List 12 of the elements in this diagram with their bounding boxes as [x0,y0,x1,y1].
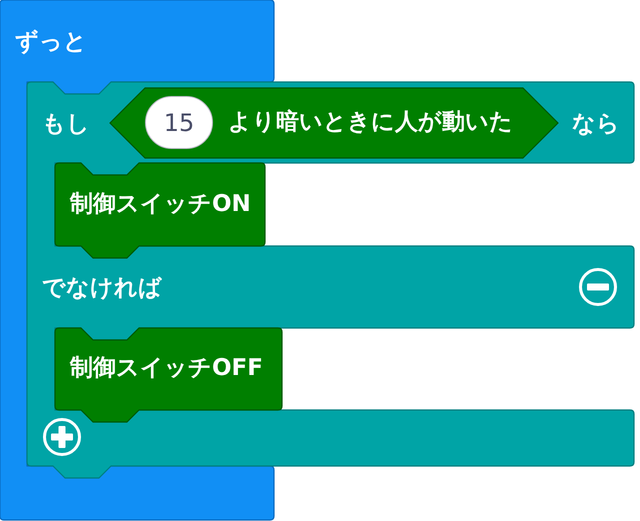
block-label: 制御スイッチON [70,191,251,219]
block-label: もし [42,111,90,139]
condition-label: より暗いときに人が動いた [228,109,513,137]
statement-block [55,163,265,258]
statement-block [55,328,282,422]
block-label: ずっと [15,29,87,57]
forever-loop-block [0,0,274,520]
block-label: 制御スイッチOFF [70,355,263,383]
if-else-block [27,82,634,478]
block-label: なら [572,111,620,139]
block-label: でなければ [42,275,162,303]
condition-hexagon [110,88,558,158]
